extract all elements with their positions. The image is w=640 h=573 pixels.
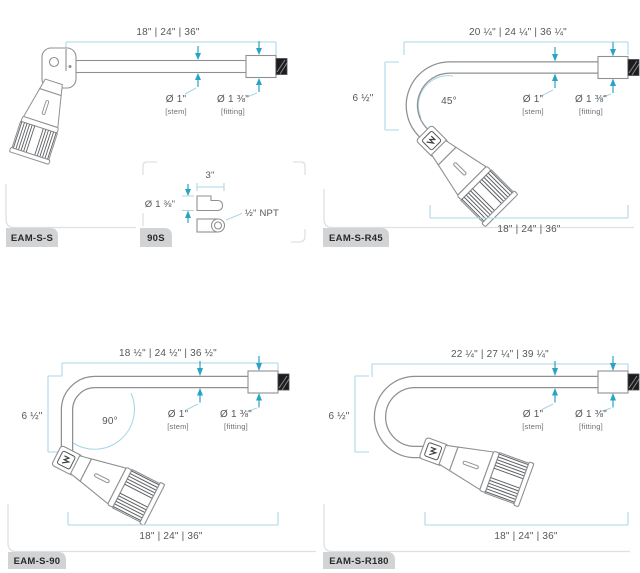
fitting-diameter-arrows (599, 42, 616, 99)
elbow-diameter-arrows (185, 184, 191, 223)
drop-dimension-line (354, 375, 369, 453)
model-label-tab (323, 552, 395, 569)
panel-corner-border (323, 504, 630, 553)
model-label: 90S (147, 233, 165, 244)
angle-label: 45° (441, 96, 457, 107)
stem-diameter-label: Ø 1" (523, 409, 544, 420)
drop-dimension-line (384, 61, 399, 131)
fixture-head-drawing (434, 432, 535, 508)
top-length-dimension: 22 ¼" | 27 ¼" | 39 ¼" (451, 348, 549, 360)
panel-eam-s-s: 18" | 24" | 36" Ø 1" [stem] Ø 1 ⅜" [fitt… (5, 27, 288, 247)
panel-eam-s-90: 18 ½" | 24 ½" | 36 ½" 6 ½" 90° Ø 1" [ste… (7, 348, 316, 569)
top-dimension-line (371, 363, 629, 377)
fitting-diameter-arrows (245, 356, 262, 413)
stem-diameter-arrows (184, 46, 201, 95)
stem-diameter-label: Ø 1" (523, 94, 544, 105)
model-label: EAM-S-R45 (329, 233, 383, 244)
stem-diameter-note: [stem] (522, 107, 544, 116)
fitting-diameter-label: Ø 1 ⅜" (220, 409, 252, 420)
angle-arc (417, 75, 454, 119)
drop-dimension: 6 ½" (328, 411, 349, 422)
bent-arm (405, 61, 600, 147)
model-label-tab (8, 552, 66, 569)
drop-dimension: 6 ½" (352, 93, 373, 104)
panel-eam-s-r45: 20 ¼" | 24 ¼" | 36 ¼" 6 ½" 45° Ø 1" [ste… (323, 26, 640, 247)
drop-dimension-line (47, 375, 62, 453)
model-label: EAM-S-90 (14, 556, 61, 567)
stem-diameter-label: Ø 1" (168, 409, 189, 420)
fitting (597, 370, 629, 394)
stem-diameter-note: [stem] (165, 107, 187, 116)
panel-corner-border (7, 504, 316, 553)
panel-90s-detail: 3" Ø 1 ⅜" ½" NPT 90S (140, 161, 306, 247)
fixture-head-drawing (8, 74, 74, 165)
fixture-head-drawing (64, 443, 166, 527)
stem-diameter-arrows (185, 361, 203, 411)
panel-corner-border (5, 184, 136, 229)
fitting-diameter-note: [fitting] (579, 422, 603, 431)
fitting (245, 54, 277, 79)
fitting-diameter-note: [fitting] (579, 107, 603, 116)
panel-eam-s-r180: 22 ¼" | 27 ¼" | 39 ¼" 6 ½" Ø 1" [stem] Ø… (323, 348, 640, 569)
angle-label: 90° (102, 416, 118, 427)
fitting-diameter-label: Ø 1 ⅜" (575, 409, 607, 420)
top-length-dimension: 18 ½" | 24 ½" | 36 ½" (119, 348, 217, 359)
stem-diameter-arrows (540, 47, 558, 97)
stem-arm (69, 59, 247, 74)
fitting-diameter-arrows (246, 41, 262, 98)
model-label-tab (6, 228, 58, 247)
bottom-dimension-line (67, 512, 279, 526)
fitting-diameter-note: [fitting] (224, 422, 248, 431)
stem-diameter-note: [stem] (167, 422, 189, 431)
drop-dimension: 6 ½" (21, 411, 42, 422)
bottom-dimension-line (429, 205, 629, 219)
bottom-dimension-line (424, 512, 629, 526)
model-label: EAM-S-S (11, 233, 53, 244)
stem-diameter-note: [stem] (522, 422, 544, 431)
model-label-tab (140, 228, 172, 247)
top-dimension-line (403, 41, 629, 55)
fitting (597, 55, 629, 80)
threaded-connector (275, 58, 288, 75)
top-length-dimension: 18" | 24" | 36" (136, 27, 200, 38)
npt-thread-label: ½" NPT (245, 208, 279, 219)
fitting-diameter-note: [fitting] (221, 107, 245, 116)
npt-leader-line (225, 212, 243, 221)
stem-diameter-label: Ø 1" (166, 94, 187, 105)
fitting-diameter-arrows (599, 356, 616, 413)
top-length-dimension: 20 ¼" | 24 ¼" | 36 ¼" (469, 26, 567, 38)
angle-arc (72, 392, 135, 450)
bottom-length-dimension: 18" | 24" | 36" (139, 531, 203, 542)
bottom-length-dimension: 18" | 24" | 36" (497, 224, 561, 235)
detail-corner-brackets (142, 161, 306, 243)
pivot-screw (48, 56, 60, 68)
panel-corner-border (323, 189, 634, 229)
fitting-diameter-label: Ø 1 ⅜" (575, 94, 607, 105)
elbow-width-dimension: 3" (205, 170, 214, 181)
top-dimension-line (61, 362, 279, 376)
stem-diameter-arrows (540, 361, 558, 411)
top-dimension-line (65, 41, 277, 55)
elbow-width-line (196, 183, 225, 191)
model-label-tab (323, 228, 389, 247)
elbow-side-view (196, 195, 224, 212)
fitting-diameter-label: Ø 1 ⅜" (217, 94, 249, 105)
fitting (247, 370, 279, 394)
elbow-diameter-label: Ø 1 ⅜" (145, 199, 175, 210)
model-label: EAM-S-R180 (329, 556, 389, 567)
threaded-connector (627, 59, 640, 76)
bottom-length-dimension: 18" | 24" | 36" (494, 531, 558, 542)
